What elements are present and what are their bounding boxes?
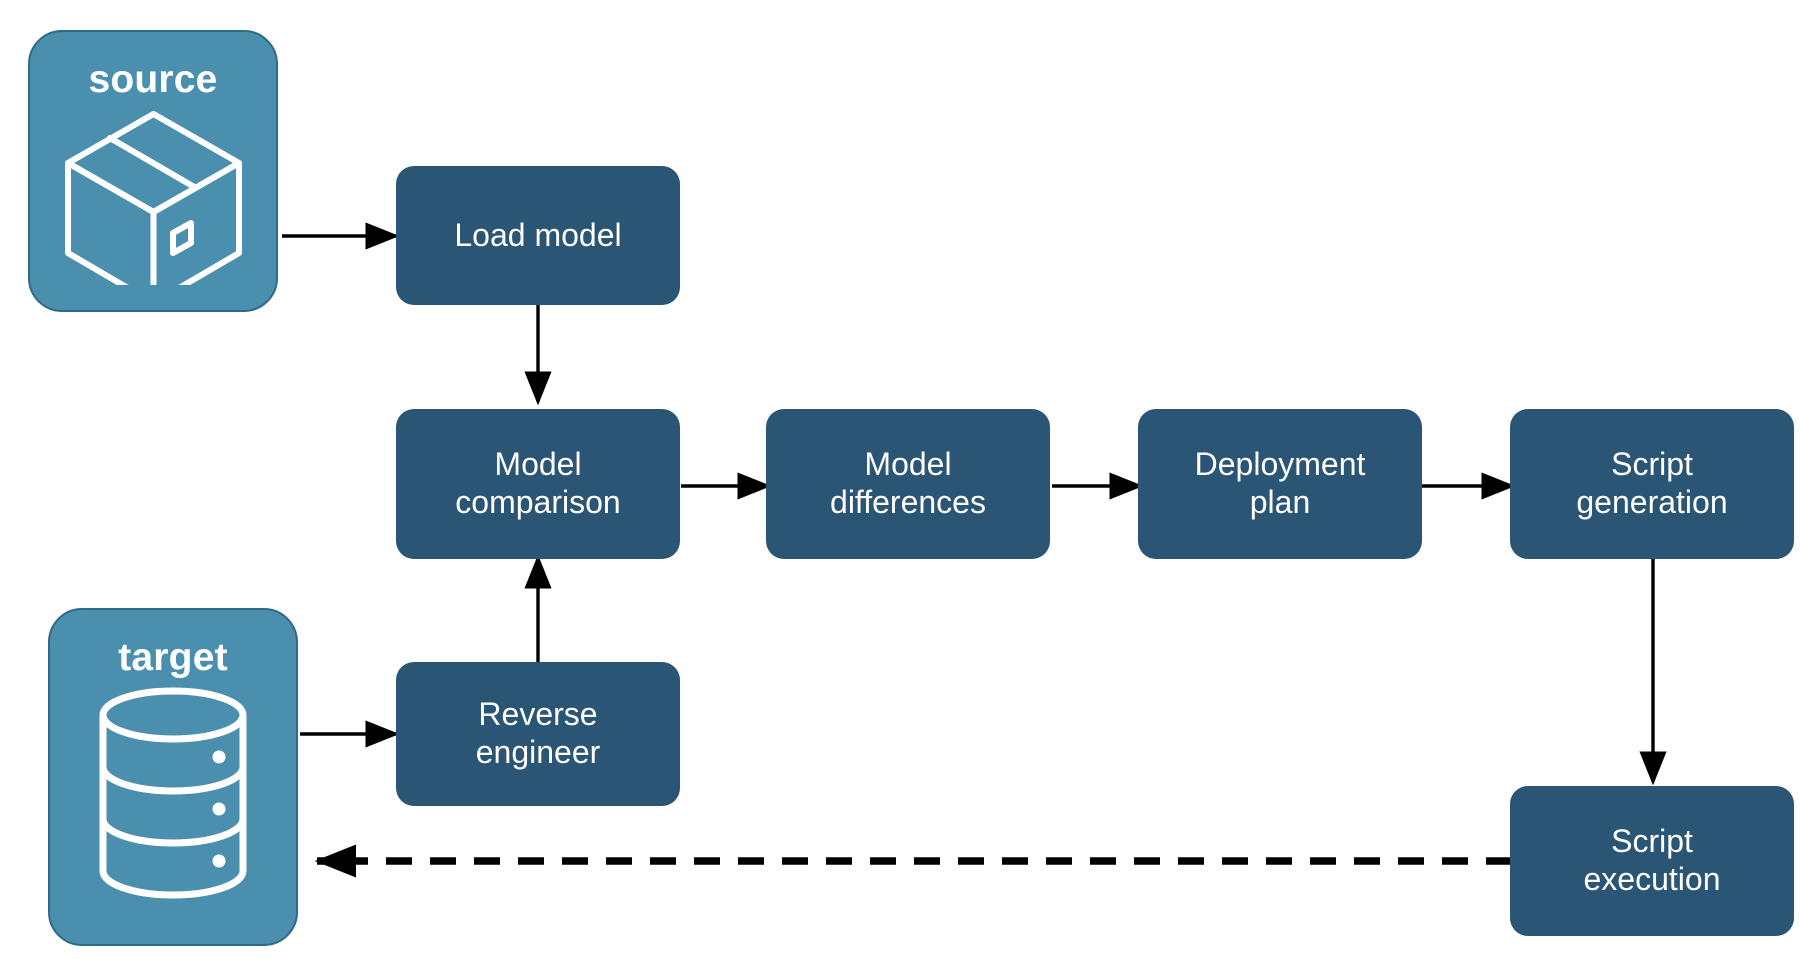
process-label: Script generation [1576, 446, 1728, 520]
process-box-model-differences[interactable]: Model differences [766, 409, 1050, 559]
process-label: Model comparison [455, 446, 621, 520]
process-box-model-comparison[interactable]: Model comparison [396, 409, 680, 559]
process-label: Script execution [1583, 823, 1721, 897]
process-box-load-model[interactable]: Load model [396, 166, 680, 305]
process-label: Load model [454, 216, 622, 253]
process-box-script-generation[interactable]: Script generation [1510, 409, 1794, 559]
source-card[interactable]: source [28, 30, 278, 312]
process-box-script-execution[interactable]: Script execution [1510, 786, 1794, 936]
process-box-reverse-engineer[interactable]: Reverse engineer [396, 662, 680, 806]
package-box-icon [61, 107, 246, 306]
database-cylinder-icon [93, 685, 253, 912]
source-label: source [88, 58, 218, 101]
process-box-deployment-plan[interactable]: Deployment plan [1138, 409, 1422, 559]
process-label: Reverse engineer [475, 696, 601, 770]
target-label: target [118, 636, 228, 679]
process-label: Deployment plan [1194, 446, 1366, 520]
process-label: Model differences [830, 446, 986, 520]
target-card[interactable]: target [48, 608, 298, 946]
